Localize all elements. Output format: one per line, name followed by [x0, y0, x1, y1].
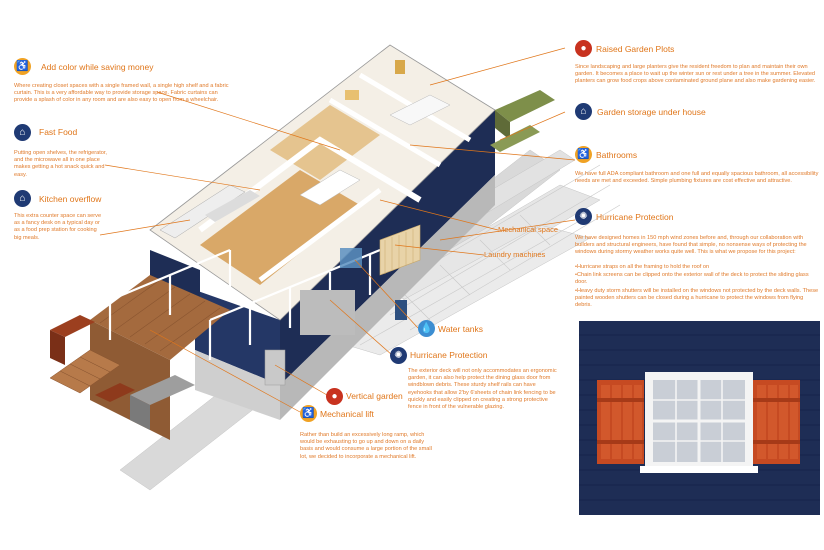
under-house — [264, 224, 421, 386]
raised-garden-plots — [490, 90, 555, 152]
garden-storage-title: Garden storage under house — [597, 107, 706, 117]
foundation — [195, 175, 495, 420]
hurricane-right-title: Hurricane Protection — [596, 212, 674, 222]
accessibility-icon: ♿ — [300, 405, 317, 422]
hurricane-icon: ✺ — [390, 347, 407, 364]
leader-lines — [99, 47, 576, 413]
mechanical-lift-text: Rather than build an excessively long ra… — [300, 432, 432, 460]
mechanical-lift-title: Mechanical lift — [320, 409, 374, 419]
bathrooms-title: Bathrooms — [596, 150, 638, 160]
add-color-title: Add color while saving money — [41, 62, 154, 72]
shutter-window-detail — [579, 321, 820, 515]
apple-icon: ● — [326, 388, 343, 405]
mechanical-space-label: Mechanical space — [498, 225, 559, 234]
home-icon: ⌂ — [575, 103, 592, 120]
accessibility-icon: ♿ — [575, 146, 592, 163]
deck — [49, 275, 230, 440]
hurricane-bullet-3: •Heavy duty storm shutters will be insta… — [575, 288, 819, 309]
vertical-garden-title: Vertical garden — [346, 391, 403, 401]
bathrooms-text: We have full ADA compliant bathroom and … — [575, 171, 819, 185]
hurricane-bullet-1: •Hurricane straps on all the framing to … — [575, 264, 710, 270]
hurricane-icon: ✺ — [575, 208, 592, 225]
fast-food-title: Fast Food — [39, 127, 78, 137]
hurricane-center-text: The exterior deck will not only accommod… — [408, 368, 557, 411]
kitchen-overflow-text: This extra counter space can serve as a … — [14, 213, 102, 241]
laundry-machines-label: Laundry machines — [484, 250, 546, 259]
home-icon: ⌂ — [14, 190, 31, 207]
raised-garden-text: Since landscaping and large planters giv… — [575, 64, 816, 85]
hurricane-center-title: Hurricane Protection — [410, 350, 488, 360]
kitchen-overflow-title: Kitchen overflow — [39, 194, 102, 204]
apple-icon: ● — [575, 40, 592, 57]
raised-garden-title: Raised Garden Plots — [596, 44, 675, 54]
hurricane-bullet-2: •Chain link screens can be clipped onto … — [575, 272, 809, 286]
paver-grid — [359, 164, 621, 346]
home-icon: ⌂ — [14, 124, 31, 141]
floor-plan — [149, 44, 496, 321]
add-color-text: Where creating closet spaces with a sing… — [14, 83, 229, 104]
water-drop-icon: 💧 — [418, 320, 435, 337]
water-tanks-title: Water tanks — [438, 324, 484, 334]
accessibility-icon: ♿ — [14, 58, 31, 75]
fast-food-text: Putting open shelves, the refrigerator, … — [14, 150, 107, 178]
hurricane-right-text: We have designed homes in 150 mph wind z… — [575, 235, 807, 256]
